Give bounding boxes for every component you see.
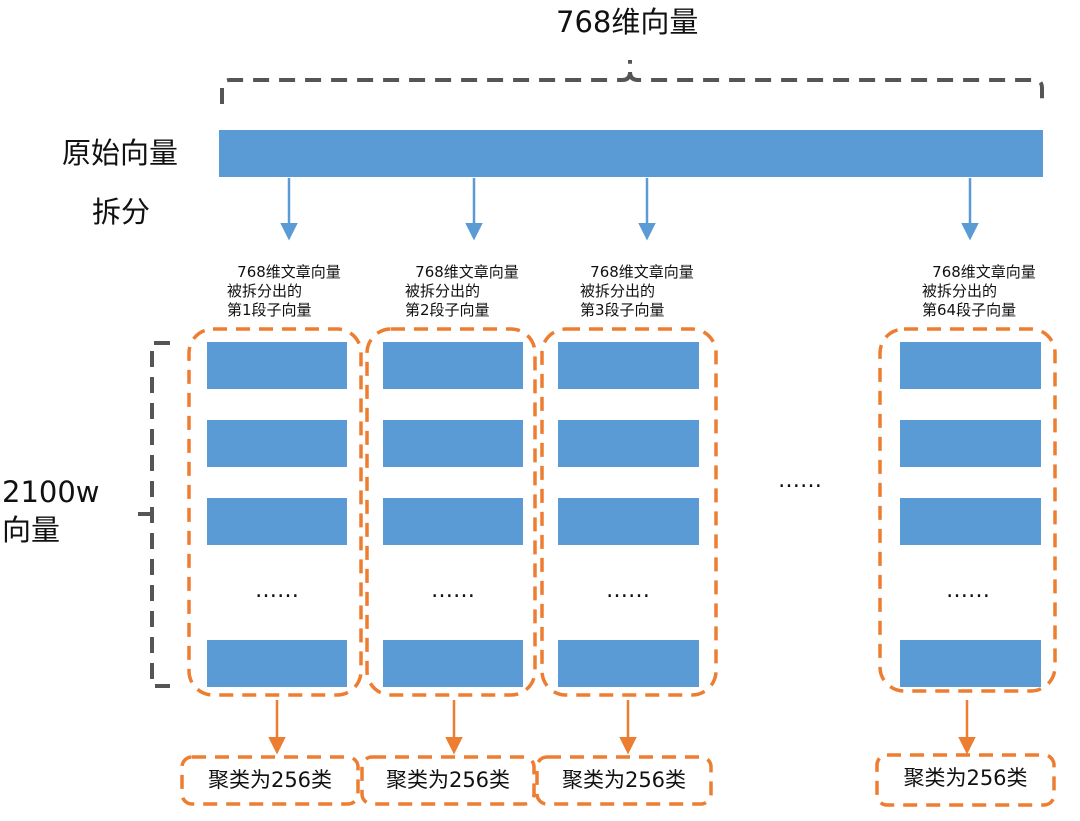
middle-ellipsis: ……	[778, 468, 822, 493]
subvector-bar	[558, 420, 699, 467]
segment-label-line: 第64段子向量	[922, 300, 1017, 319]
subvector-bar	[900, 342, 1041, 389]
segment-label-line: 被拆分出的	[580, 281, 656, 300]
segment-group-box-3	[540, 327, 718, 697]
cluster-box-2	[360, 755, 536, 806]
original-vector-bar	[219, 130, 1043, 177]
segment-label-line: 被拆分出的	[227, 281, 303, 300]
rows-count-label: 2100w	[2, 475, 100, 509]
column-ellipsis: ……	[431, 578, 475, 603]
subvector-bar	[383, 640, 523, 687]
segment-label-line: 被拆分出的	[405, 281, 481, 300]
diagram-title: 768维向量	[556, 5, 699, 39]
cluster-box-4	[875, 753, 1056, 807]
segment-label-2: 768维文章向量 被拆分出的 第2段子向量	[405, 263, 529, 319]
segment-label-line: 768维文章向量	[415, 263, 519, 281]
subvector-bar	[207, 420, 347, 467]
segment-label-line: 被拆分出的	[922, 281, 998, 300]
column-ellipsis: ……	[606, 578, 650, 603]
cluster-box-3	[535, 755, 713, 806]
cluster-label-3: 聚类为256类	[561, 768, 687, 792]
subvector-bar	[207, 342, 347, 389]
subvector-bar	[900, 420, 1041, 467]
subvector-bar	[558, 498, 699, 545]
split-label: 拆分	[92, 195, 151, 229]
segment-label-1: 768维文章向量 被拆分出的 第1段子向量	[227, 263, 351, 319]
segment-group-box-4	[878, 327, 1057, 693]
subvector-bar	[383, 498, 523, 545]
top-brace	[220, 60, 1044, 104]
subvector-bar	[207, 498, 347, 545]
segment-label-3: 768维文章向量 被拆分出的 第3段子向量	[580, 263, 704, 319]
segment-group-box-2	[365, 327, 537, 697]
segment-label-line: 768维文章向量	[237, 263, 341, 281]
cluster-box-1	[180, 755, 360, 806]
segment-label-line: 768维文章向量	[932, 263, 1036, 281]
rows-unit-label: 向量	[2, 513, 61, 547]
subvector-bar	[558, 342, 699, 389]
subvector-bar	[558, 640, 699, 687]
segment-label-line: 第2段子向量	[405, 300, 490, 319]
subvector-bar	[900, 640, 1041, 687]
segment-label-line: 768维文章向量	[590, 263, 694, 281]
segment-label-line: 第1段子向量	[227, 300, 312, 319]
column-ellipsis: ……	[255, 578, 299, 603]
cluster-label-1: 聚类为256类	[207, 768, 333, 792]
subvector-bar	[383, 420, 523, 467]
cluster-label-2: 聚类为256类	[385, 768, 511, 792]
cluster-label-4: 聚类为256类	[903, 766, 1028, 790]
subvector-bar	[383, 342, 523, 389]
column-ellipsis: ……	[946, 578, 990, 603]
segment-label-4: 768维文章向量 被拆分出的 第64段子向量	[922, 263, 1046, 319]
subvector-bar	[207, 640, 347, 687]
subvector-bar	[900, 498, 1041, 545]
original-vector-label: 原始向量	[62, 136, 179, 170]
segment-group-box-1	[187, 327, 363, 697]
rows-bracket	[138, 341, 170, 688]
segment-label-line: 第3段子向量	[580, 300, 665, 319]
